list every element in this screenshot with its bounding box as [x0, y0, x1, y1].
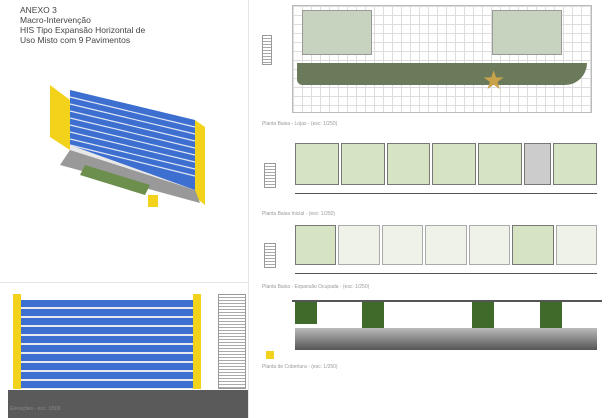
- plan-inicial: [262, 143, 607, 203]
- plan-cobertura: [262, 300, 607, 360]
- elevations-label: Elevações - esc: 1/500: [10, 406, 61, 412]
- title-line: HIS Tipo Expansão Horizontal de: [20, 25, 146, 35]
- plan-label: Planta Baixa Inicial - (esc: 1/250): [262, 211, 336, 217]
- star-icon: ★: [482, 65, 506, 95]
- divider-horizontal: [0, 282, 248, 283]
- plan-label: Planta Baixa - Lojas - (esc: 1/250): [262, 121, 338, 127]
- title-line: ANEXO 3: [20, 5, 57, 15]
- title-line: Macro-Intervenção: [20, 15, 91, 25]
- divider-vertical: [248, 0, 249, 418]
- elevations-drawing: Elevações - esc: 1/500: [8, 292, 248, 418]
- plan-expansao: [262, 225, 607, 280]
- plan-label: Planta Baixa - Expansão Ocupada - (esc: …: [262, 284, 370, 290]
- plan-lojas: ★: [262, 5, 607, 117]
- plan-label: Planta de Cobertura - (esc: 1/250): [262, 364, 338, 370]
- building-3d-render: [50, 85, 205, 207]
- title-line: Uso Misto com 9 Pavimentos: [20, 35, 131, 45]
- board-title: ANEXO 3 Macro-Intervenção HIS Tipo Expan…: [20, 5, 145, 45]
